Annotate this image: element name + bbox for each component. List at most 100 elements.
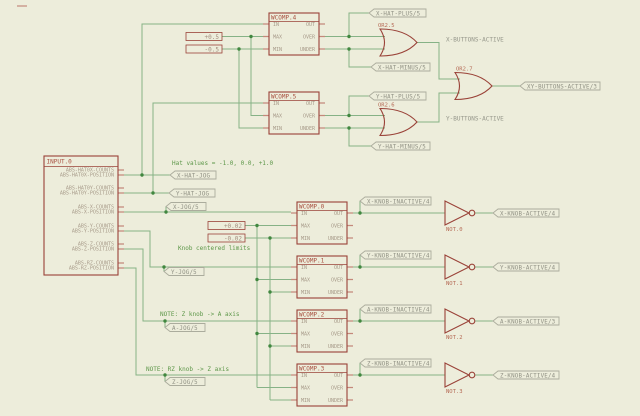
pin-label: ABS-HAT0Y-POSITION — [60, 191, 114, 197]
pin-label: ABS-X-POSITION — [72, 210, 114, 216]
pin-label: IN — [273, 101, 279, 107]
wcomp2-block[interactable]: WCOMP.2 IN MAX MIN OUT OVER UNDER — [296, 309, 348, 353]
pin-label: MIN — [301, 344, 310, 350]
pin-label: OVER — [331, 332, 344, 338]
wcomp5-block[interactable]: WCOMP.5 IN MAX MIN OUT OVER UNDER — [268, 91, 320, 135]
or2-5-gate[interactable]: OR2.5 — [378, 23, 418, 57]
junction-dots — [140, 34, 362, 377]
block-title: WCOMP.1 — [299, 258, 325, 265]
flag-y-knob-inactive[interactable]: Y-KNOB-INACTIVE/4 — [359, 250, 432, 260]
pin-label: OUT — [306, 101, 315, 107]
flag-z-jog[interactable]: Z-JOG/5 — [164, 377, 206, 387]
pin-label: ABS-Z-POSITION — [72, 247, 114, 253]
flag-label: Y-JOG/5 — [171, 270, 197, 276]
input-block-title: INPUT.0 — [47, 159, 73, 166]
flag-label: Z-KNOB-ACTIVE/4 — [500, 374, 556, 380]
flag-x-knob-inactive[interactable]: X-KNOB-INACTIVE/4 — [359, 196, 432, 206]
flag-z-knob-inactive[interactable]: Z-KNOB-INACTIVE/4 — [359, 358, 432, 368]
pin-label: UNDER — [328, 398, 344, 404]
wcomp1-block[interactable]: WCOMP.1 IN MAX MIN OUT OVER UNDER — [296, 255, 348, 299]
input-block[interactable]: INPUT.0 ABS-HAT0X-COUNTS ABS-HAT0X-POSIT… — [43, 155, 119, 276]
not-1-gate[interactable]: NOT.1 — [444, 254, 476, 287]
flag-a-jog[interactable]: A-JOG/5 — [164, 323, 206, 333]
flag-label: X-KNOB-INACTIVE/4 — [367, 200, 430, 206]
block-title: WCOMP.4 — [271, 15, 297, 22]
value-hat-min[interactable]: -0.5 — [185, 44, 223, 54]
flag-y-hat-jog[interactable]: Y-HAT-JOG — [168, 188, 216, 198]
flag-x-jog[interactable]: X-JOG/5 — [165, 202, 207, 212]
block-title: WCOMP.0 — [299, 204, 325, 211]
not-2-gate[interactable]: NOT.2 — [444, 308, 476, 341]
pin-label: ABS-RZ-POSITION — [69, 266, 114, 272]
gate-label: OR2.6 — [378, 103, 395, 109]
pin-label: ABS-Z-COUNTS — [78, 242, 114, 248]
gate-label: OR2.5 — [378, 23, 395, 29]
flag-y-hat-plus[interactable]: Y-HAT-PLUS/5 — [368, 91, 427, 101]
pin-label: ABS-HAT0Y-COUNTS — [66, 186, 114, 192]
pin-label: OUT — [334, 211, 343, 217]
flag-label: Y-KNOB-ACTIVE/4 — [500, 266, 556, 272]
or2-7-gate[interactable]: OR2.7 — [453, 67, 493, 101]
value-knob-max[interactable]: +0.02 — [207, 221, 246, 231]
flag-label: Y-HAT-JOG — [176, 192, 210, 198]
gate-label: OR2.7 — [456, 67, 473, 73]
pin-label: ABS-Y-POSITION — [72, 229, 114, 235]
pin-label: MIN — [301, 236, 310, 242]
pin-label: IN — [301, 373, 307, 379]
flag-x-hat-jog[interactable]: X-HAT-JOG — [169, 170, 217, 180]
flag-label: X-HAT-MINUS/5 — [378, 66, 426, 72]
flag-z-knob-active[interactable]: Z-KNOB-ACTIVE/4 — [492, 370, 560, 380]
pin-label: MAX — [273, 114, 282, 120]
wcomp3-block[interactable]: WCOMP.3 IN MAX MIN OUT OVER UNDER — [296, 363, 348, 407]
pin-label: OVER — [331, 386, 344, 392]
flag-y-knob-active[interactable]: Y-KNOB-ACTIVE/4 — [492, 262, 560, 272]
gate-label: NOT.3 — [446, 389, 463, 395]
flag-label: Z-KNOB-INACTIVE/4 — [367, 362, 430, 368]
pin-label: OUT — [306, 22, 315, 28]
pin-label: IN — [301, 211, 307, 217]
net-label-y-buttons: Y-BUTTONS-ACTIVE — [446, 116, 504, 123]
or2-6-gate[interactable]: OR2.6 — [378, 103, 418, 137]
block-title: WCOMP.5 — [271, 94, 297, 101]
flag-y-hat-minus[interactable]: Y-HAT-MINUS/5 — [370, 141, 431, 151]
pin-label: UNDER — [300, 126, 316, 132]
block-title: WCOMP.2 — [299, 312, 325, 319]
value-hat-max[interactable]: +0.5 — [185, 32, 223, 42]
wcomp0-block[interactable]: WCOMP.0 IN MAX MIN OUT OVER UNDER — [296, 201, 348, 245]
pin-label: IN — [301, 265, 307, 271]
pin-label: UNDER — [328, 344, 344, 350]
note-z-knob: NOTE: Z knob -> A axis — [160, 311, 240, 318]
pin-label: IN — [273, 22, 279, 28]
flag-x-hat-minus[interactable]: X-HAT-MINUS/5 — [370, 62, 431, 72]
flag-label: X-KNOB-ACTIVE/4 — [500, 212, 556, 218]
pin-label: ABS-X-COUNTS — [78, 205, 114, 211]
wcomp4-block[interactable]: WCOMP.4 IN MAX MIN OUT OVER UNDER — [268, 12, 320, 56]
flag-label: Y-HAT-PLUS/5 — [376, 95, 421, 101]
pin-label: UNDER — [300, 47, 316, 53]
pin-label: ABS-HAT0X-POSITION — [60, 173, 114, 179]
pin-stubs — [118, 23, 353, 401]
value-label: -0.5 — [205, 47, 220, 54]
pin-label: OVER — [331, 278, 344, 284]
flag-label: A-KNOB-ACTIVE/3 — [500, 320, 556, 326]
note-hat-values: Hat values = -1.0, 0.0, +1.0 — [172, 160, 274, 167]
flag-label: A-JOG/5 — [172, 326, 198, 332]
pin-label: OUT — [334, 265, 343, 271]
flag-x-hat-plus[interactable]: X-HAT-PLUS/5 — [368, 8, 427, 18]
flag-a-knob-active[interactable]: A-KNOB-ACTIVE/3 — [492, 316, 560, 326]
flag-label: Y-HAT-MINUS/5 — [378, 145, 426, 151]
value-knob-min[interactable]: -0.02 — [207, 233, 246, 243]
value-label: +0.5 — [205, 34, 220, 41]
flag-y-jog[interactable]: Y-JOG/5 — [163, 267, 205, 277]
not-0-gate[interactable]: NOT.0 — [444, 200, 476, 233]
flag-a-knob-inactive[interactable]: A-KNOB-INACTIVE/4 — [359, 304, 432, 314]
flag-xy-buttons[interactable]: XY-BUTTONS-ACTIVE/3 — [519, 81, 601, 91]
not-3-gate[interactable]: NOT.3 — [444, 362, 476, 395]
block-title: WCOMP.3 — [299, 366, 325, 373]
flag-x-knob-active[interactable]: X-KNOB-ACTIVE/4 — [492, 208, 560, 218]
net-label-x-buttons: X-BUTTONS-ACTIVE — [446, 37, 504, 44]
flag-label: X-HAT-JOG — [177, 174, 211, 180]
flag-label: Z-JOG/5 — [172, 380, 198, 386]
gate-label: NOT.0 — [446, 227, 463, 233]
